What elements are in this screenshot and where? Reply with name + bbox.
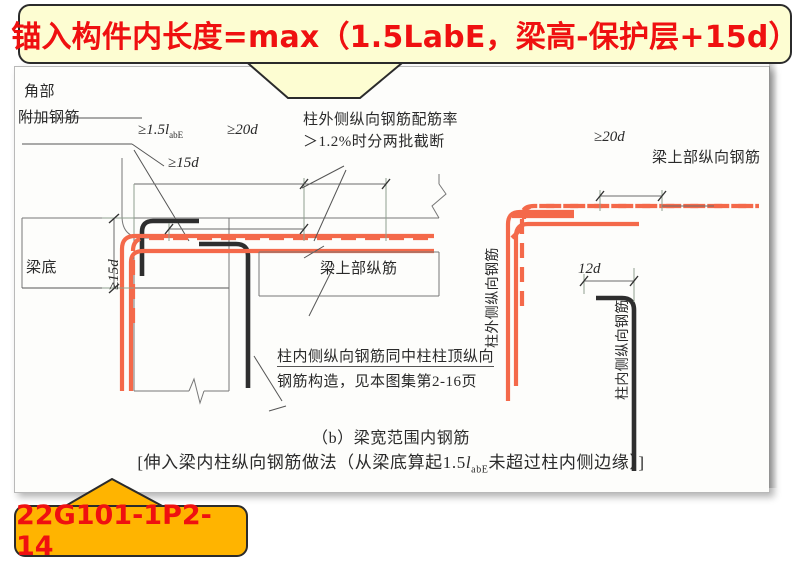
dim-12d: 12d [578, 261, 601, 277]
label-column-outer-vertical: 柱外侧纵向钢筋 [486, 247, 501, 348]
label-column-inner-vertical: 柱内侧纵向钢筋 [616, 299, 631, 400]
label-corner-1: 角部 [24, 84, 56, 100]
note-reinforcement-ratio-line2: ＞1.2%时分两批截断 [303, 134, 445, 150]
drawing-sheet [14, 63, 778, 493]
note-inner-bar-line2: 钢筋构造，见本图集第2-16页 [277, 374, 477, 390]
dim-15d-top: ≥15d [168, 155, 199, 171]
bottom-badge: 22G101-1P2-14 [14, 500, 248, 562]
note-reinforcement-ratio-line1: 柱外侧纵向钢筋配筋率 [303, 112, 459, 128]
dim-1-5labe: ≥1.5labE [138, 122, 184, 140]
label-beam-bottom: 梁底 [26, 260, 58, 276]
rebar-diagram: .tl{stroke:#777;stroke-width:1;fill:none… [21, 117, 759, 471]
note-inner-bar-line1: 柱内侧纵向钢筋同中柱柱顶纵向 [277, 345, 495, 367]
dim-20d-right: ≥20d [594, 129, 625, 145]
label-corner-2: 附加钢筋 [18, 110, 81, 126]
top-callout-tail [240, 58, 410, 99]
dim-15d-left: ≥15d [106, 259, 122, 290]
dim-20d-left: ≥20d [227, 122, 258, 138]
label-beam-top-bar-long: 梁上部纵向钢筋 [652, 150, 761, 166]
top-callout: 锚入构件内长度=max（1.5LabE，梁高-保护层+15d） [11, 4, 799, 64]
caption-main: （b）梁宽范围内钢筋 [311, 430, 470, 447]
caption-sub: [伸入梁内柱纵向钢筋做法（从梁底算起1.5labE未超过柱内侧边缘）] [137, 453, 645, 476]
label-beam-top-bar-short: 梁上部纵筋 [320, 261, 398, 277]
